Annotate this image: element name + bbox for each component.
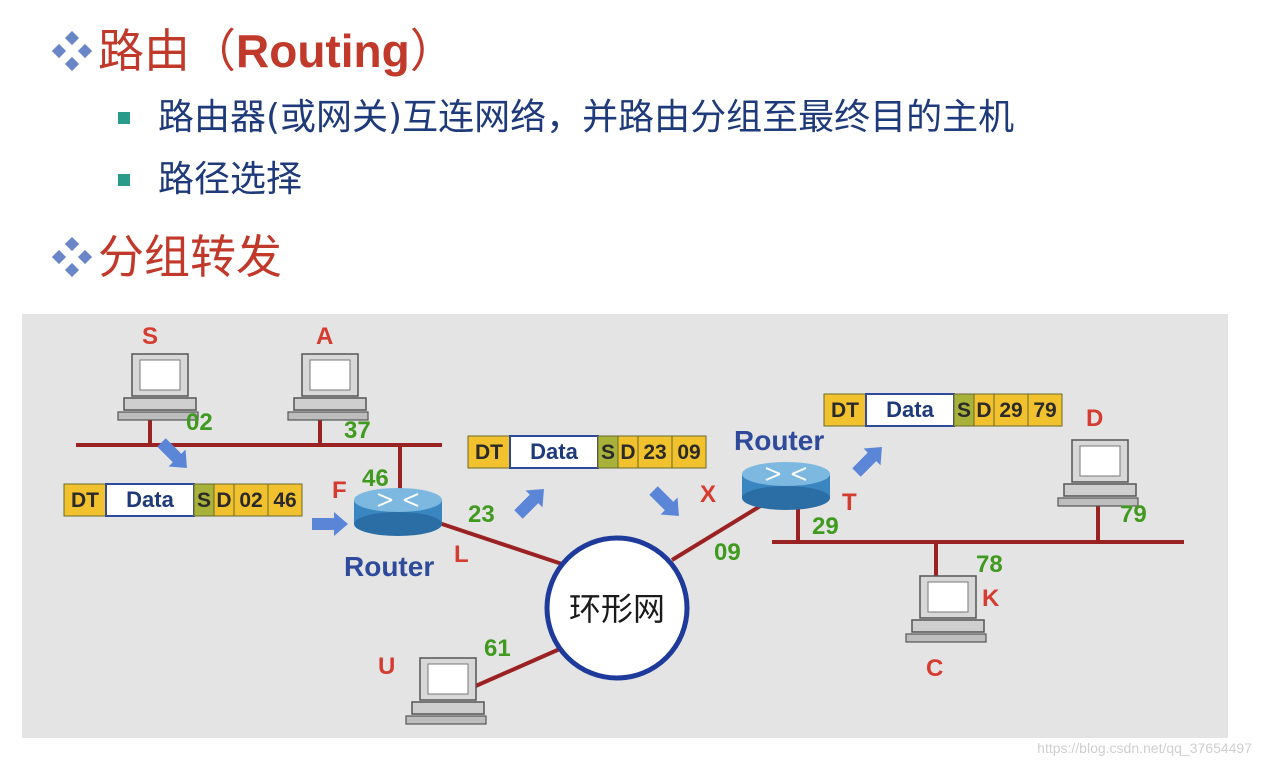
label-u: U bbox=[378, 653, 395, 680]
subpoint-interconnect-text: 路由器(或网关)互连网络，并路由分组至最终目的主机 bbox=[158, 97, 1015, 138]
packet-field-dst-text: 09 bbox=[677, 441, 700, 464]
packet-field-dst bbox=[267, 483, 303, 517]
arrow-down-icon bbox=[153, 434, 196, 477]
packet-field-dst-text: 46 bbox=[273, 489, 296, 512]
subpoint-path-selection-text: 路径选择 bbox=[158, 159, 303, 200]
square-bullet-icon bbox=[118, 112, 130, 124]
label-a: A bbox=[316, 323, 333, 350]
square-bullet-icon bbox=[118, 174, 130, 186]
label-x: X bbox=[700, 481, 716, 508]
heading-routing-prefix: 路由（ bbox=[98, 24, 236, 78]
addr-d: 79 bbox=[1120, 501, 1147, 528]
watermark: https://blog.csdn.net/qq_37654497 bbox=[1037, 740, 1252, 756]
host-u-computer-icon bbox=[405, 657, 487, 725]
addr-x: 09 bbox=[714, 539, 741, 566]
heading-forwarding-text: 分组转发 bbox=[98, 230, 282, 284]
packet-field-s-text: S bbox=[601, 441, 615, 464]
network-diagram: 环形网 Router Router S A D C U K F L X T 02… bbox=[22, 314, 1228, 738]
subpoint-interconnect: 路由器(或网关)互连网络，并路由分组至最终目的主机 bbox=[118, 100, 1014, 136]
packet-field-data bbox=[865, 393, 955, 427]
addr-t: 29 bbox=[812, 513, 839, 540]
packet-field-src-text: 02 bbox=[239, 489, 262, 512]
packet-field-d-text: D bbox=[620, 441, 635, 464]
host-c-computer-icon bbox=[905, 575, 987, 643]
label-l: L bbox=[454, 541, 469, 568]
heading-routing-bold: Routing bbox=[236, 25, 410, 77]
packet-field-d-text: D bbox=[216, 489, 231, 512]
packet-field-s-text: S bbox=[957, 399, 971, 422]
packet-field-data-text: Data bbox=[886, 397, 934, 422]
heading-routing-suffix: ） bbox=[409, 24, 456, 78]
host-a-computer-icon bbox=[287, 353, 369, 421]
arrow-up-right-icon bbox=[510, 480, 553, 523]
host-d-computer-icon bbox=[1057, 439, 1139, 507]
packet-field-dt-text: DT bbox=[475, 441, 503, 464]
ring-network bbox=[544, 535, 690, 681]
packet-field-src bbox=[233, 483, 269, 517]
router-left-icon bbox=[353, 487, 443, 537]
label-f: F bbox=[332, 477, 347, 504]
arrow-down-right-icon bbox=[645, 482, 688, 525]
subpoint-path-selection: 路径选择 bbox=[118, 162, 302, 198]
router-right-label: Router bbox=[734, 425, 824, 456]
ring-label: 环形网 bbox=[569, 590, 665, 628]
link-router-left-ring bbox=[429, 518, 563, 566]
addr-c: 78 bbox=[976, 551, 1003, 578]
packet-field-src-text: 23 bbox=[643, 441, 666, 464]
packet-field-dt-text: DT bbox=[71, 489, 99, 512]
packet-field-dst bbox=[671, 435, 707, 469]
addr-u: 61 bbox=[484, 635, 511, 662]
label-s: S bbox=[142, 323, 158, 350]
packet-field-dt-text: DT bbox=[831, 399, 859, 422]
diamond-bullet-icon bbox=[52, 237, 92, 277]
heading-routing: 路由（Routing） bbox=[52, 28, 456, 74]
packet-field-src bbox=[637, 435, 673, 469]
router-right-icon bbox=[741, 461, 831, 511]
label-t: T bbox=[842, 489, 857, 516]
packet-field-data-text: Data bbox=[126, 487, 174, 512]
arrow-up-right-icon bbox=[848, 438, 891, 481]
packet-field-src bbox=[993, 393, 1029, 427]
router-left-label: Router bbox=[344, 551, 434, 582]
arrow-right-icon bbox=[312, 512, 348, 536]
heading-forwarding: 分组转发 bbox=[52, 234, 282, 280]
label-d: D bbox=[1086, 405, 1103, 432]
addr-l: 23 bbox=[468, 501, 495, 528]
label-c: C bbox=[926, 655, 943, 682]
links bbox=[76, 414, 1184, 694]
packet-field-dst-text: 79 bbox=[1033, 399, 1056, 422]
label-k: K bbox=[982, 585, 1000, 612]
link-u-ring bbox=[461, 646, 563, 694]
packet-field-dst bbox=[1027, 393, 1063, 427]
diamond-bullet-icon bbox=[52, 31, 92, 71]
addr-s: 02 bbox=[186, 409, 213, 436]
addr-f: 46 bbox=[362, 465, 389, 492]
addr-a: 37 bbox=[344, 417, 371, 444]
packet-field-src-text: 29 bbox=[999, 399, 1022, 422]
packet-field-d-text: D bbox=[976, 399, 991, 422]
packet-field-data-text: Data bbox=[530, 439, 578, 464]
packet-field-s-text: S bbox=[197, 489, 211, 512]
